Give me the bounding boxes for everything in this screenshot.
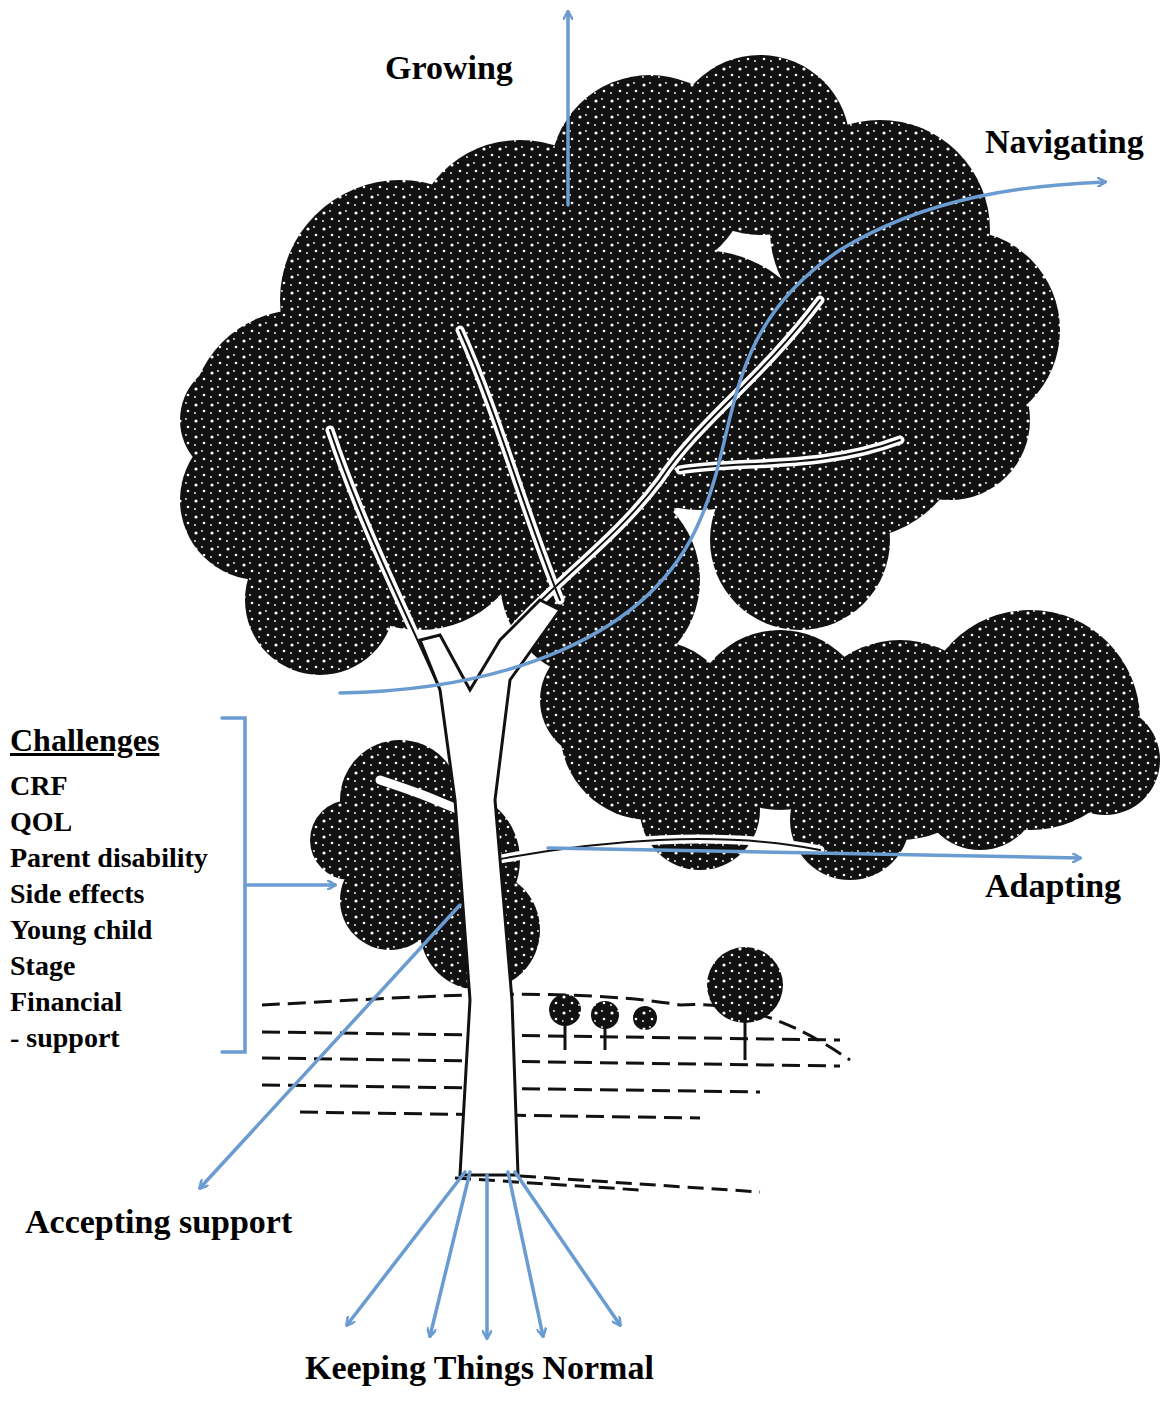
arrow-label: Navigating <box>985 122 1144 161</box>
list-item: CRF <box>10 770 68 802</box>
list-item: Financial <box>10 986 122 1018</box>
arrow-label: Accepting support <box>25 1202 292 1241</box>
arrow-label: Adapting <box>985 866 1121 905</box>
list-item: Side effects <box>10 878 145 910</box>
list-item: - support <box>10 1022 120 1054</box>
list-item: Young child <box>10 914 152 946</box>
arrow-label: Growing <box>385 48 513 87</box>
list-item: QOL <box>10 806 72 838</box>
list-item: Stage <box>10 950 75 982</box>
list-item: Parent disability <box>10 842 208 874</box>
list-heading: Challenges <box>10 722 159 759</box>
arrow-label: Keeping Things Normal <box>305 1348 654 1387</box>
